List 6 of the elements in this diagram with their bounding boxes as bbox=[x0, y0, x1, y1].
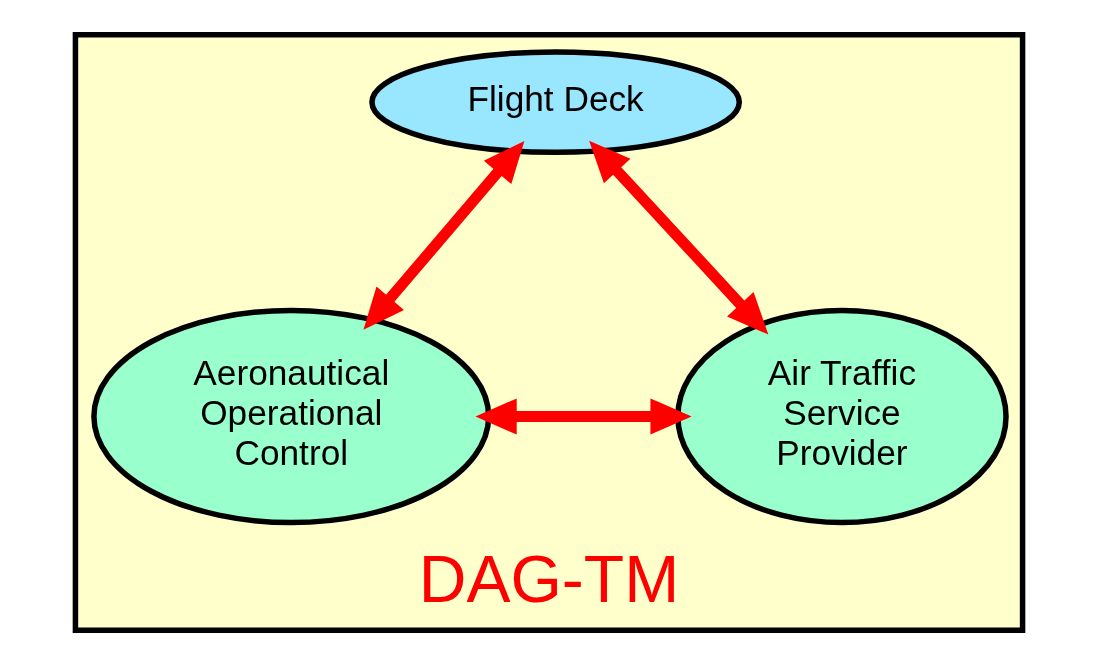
arrow bbox=[475, 398, 692, 435]
arrow bbox=[363, 140, 525, 330]
node-ellipse: Flight Deck bbox=[369, 49, 742, 156]
arrow bbox=[589, 140, 769, 335]
node-ellipse: Aeronautical Operational Control bbox=[91, 307, 492, 526]
node-ellipse: Air Traffic Service Provider bbox=[675, 307, 1009, 526]
